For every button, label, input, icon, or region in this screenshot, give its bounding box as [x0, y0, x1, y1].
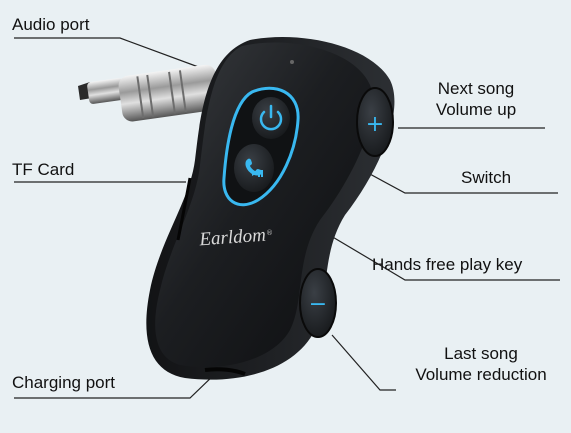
label-tf-card: TF Card: [12, 160, 75, 179]
minus-icon: −: [309, 292, 327, 317]
switch-button[interactable]: [252, 97, 290, 139]
power-icon: [259, 104, 283, 131]
plus-icon: +: [366, 112, 384, 137]
label-switch: Switch: [461, 168, 512, 187]
brand-logo: Earldom: [198, 225, 267, 251]
volume-up-button[interactable]: +: [356, 87, 394, 157]
svg-text:®: ®: [266, 229, 273, 237]
leader-last-song: [331, 334, 396, 391]
label-audio-port: Audio port: [12, 15, 90, 34]
phone-play-pause-icon: [245, 158, 263, 177]
leader-charging-port: [14, 372, 217, 399]
tf-card-slot: [176, 177, 192, 241]
leader-audio-port: [14, 37, 213, 73]
audio-jack: [78, 64, 220, 122]
label-next-song: Next song Volume up: [420, 78, 532, 120]
charging-port: [204, 367, 246, 376]
label-next-song-line1: Next song: [437, 79, 515, 98]
label-last-song: Last song Volume reduction: [396, 343, 566, 385]
label-volume-up-line2: Volume up: [435, 100, 517, 119]
label-hands-free: Hands free play key: [372, 255, 523, 274]
label-charging-port: Charging port: [12, 373, 116, 392]
volume-down-button[interactable]: −: [299, 268, 337, 338]
label-last-song-line1: Last song: [444, 344, 518, 363]
hands-free-button[interactable]: [234, 144, 274, 192]
device-body: [146, 36, 395, 380]
label-volume-reduction-line2: Volume reduction: [415, 365, 547, 384]
